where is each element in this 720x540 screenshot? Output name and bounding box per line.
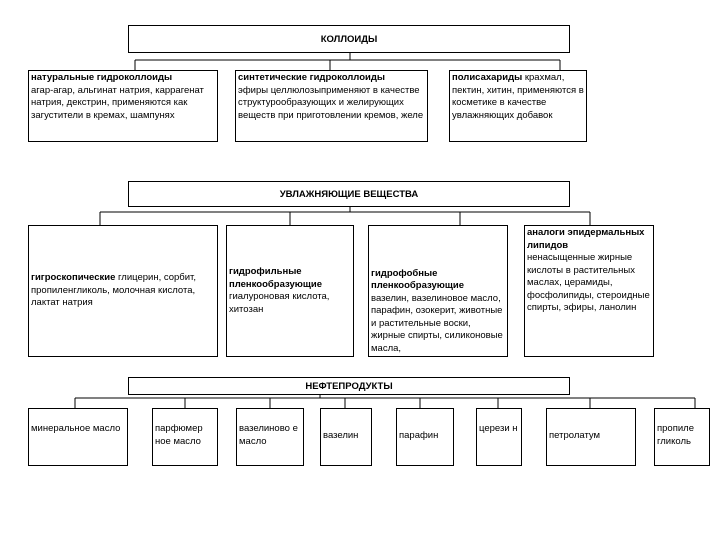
synthetic-hydrocolloids-heading: синтетические гидроколлоиды (238, 72, 385, 83)
petroleum-item-petrolatum: петролатум (546, 408, 636, 466)
synthetic-hydrocolloids-text: эфиры целлюлозыприменяют в качестве стру… (238, 84, 424, 121)
hydrophilic-box: гидрофильные пленкообразующие гиалуронов… (226, 225, 354, 357)
petroleum-item-vaseline-oil: вазелиново е масло (236, 408, 304, 466)
polysaccharides-heading: полисахариды (452, 72, 523, 83)
petroleum-item-vaseline: вазелин (320, 408, 372, 466)
hydrophilic-heading: гидрофильные пленкообразующие (229, 266, 322, 290)
petroleum-item-label: вазелин (323, 430, 359, 441)
hydrophobic-box: гидрофобные пленкообразующие вазелин, ва… (368, 225, 508, 357)
hygroscopic-heading: гигроскопические (31, 272, 116, 284)
petroleum-item-label: минеральное масло (31, 423, 121, 434)
petroleum-item-mineral-oil: минеральное масло (28, 408, 128, 466)
synthetic-hydrocolloids-box: синтетические гидроколлоиды эфиры целлюл… (235, 70, 428, 142)
polysaccharides-box: полисахариды крахмал, пектин, хитин, при… (449, 70, 587, 142)
hygroscopic-text: глицерин, сорбит, пропиленгликоль, молоч… (31, 272, 196, 309)
moisturizers-header: УВЛАЖНЯЮЩИЕ ВЕЩЕСТВА (128, 181, 570, 207)
petroleum-item-propylene-glycol: пропиле гликоль (654, 408, 710, 466)
moisturizers-title: УВЛАЖНЯЮЩИЕ ВЕЩЕСТВА (279, 189, 419, 200)
hydrophilic-text: гиалуроновая кислота, хитозан (229, 291, 330, 315)
petroleum-item-label: пропиле гликоль (657, 423, 694, 447)
colloids-title: КОЛЛОИДЫ (320, 34, 378, 45)
petroleum-item-ceresin: церези н (476, 408, 522, 466)
petroleum-item-label: парфюмер ное масло (155, 423, 203, 447)
petroleum-item-label: вазелиново е масло (239, 423, 298, 447)
petroleum-item-label: парафин (399, 430, 439, 441)
colloids-header: КОЛЛОИДЫ (128, 25, 570, 53)
hydrophobic-text: вазелин, вазелиновое масло, парафин, озо… (371, 292, 503, 354)
lipid-analogs-heading: аналоги эпидермальных липидов (527, 227, 645, 251)
petroleum-header: НЕФТЕПРОДУКТЫ (128, 377, 570, 395)
polysaccharides-text: крахмал, пектин, хитин, применяются в ко… (452, 72, 584, 121)
natural-hydrocolloids-box: натуральные гидроколлоиды агар-агар, аль… (28, 70, 218, 142)
petroleum-item-perfume-oil: парфюмер ное масло (152, 408, 218, 466)
natural-hydrocolloids-text: агар-агар, альгинат натрия, каррагенат н… (31, 84, 204, 121)
hygroscopic-box: гигроскопические глицерин, сорбит, пропи… (28, 225, 218, 357)
natural-hydrocolloids-heading: натуральные гидроколлоиды (31, 72, 173, 83)
petroleum-item-label: церези н (479, 423, 518, 434)
petroleum-item-label: петролатум (549, 430, 601, 441)
lipid-analogs-text: ненасыщенные жирные кислоты в растительн… (527, 252, 650, 313)
petroleum-item-paraffin: парафин (396, 408, 454, 466)
petroleum-title: НЕФТЕПРОДУКТЫ (305, 381, 393, 392)
hydrophobic-heading: гидрофобные пленкообразующие (371, 267, 464, 292)
lipid-analogs-box: аналоги эпидермальных липидов ненасыщенн… (524, 225, 654, 357)
